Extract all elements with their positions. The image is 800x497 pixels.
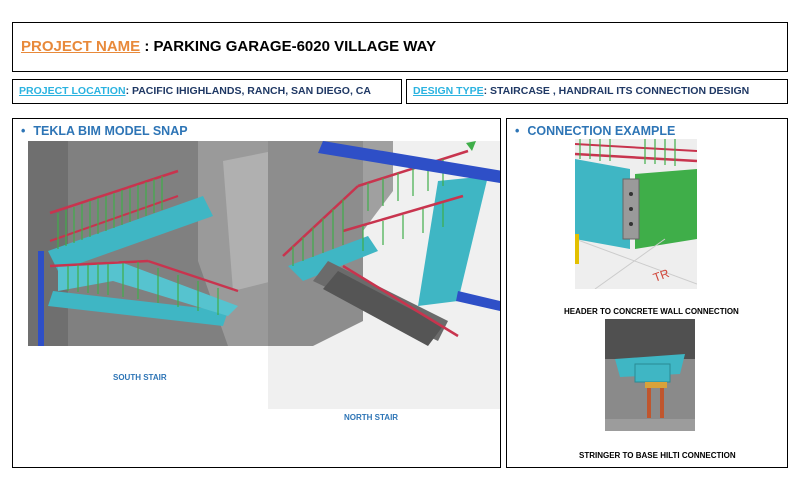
south-stair-caption: SOUTH STAIR xyxy=(113,373,167,382)
north-stair-caption: NORTH STAIR xyxy=(344,413,399,422)
south-stair-image xyxy=(28,141,273,346)
bullet-icon: • xyxy=(515,124,520,138)
design-type-label: DESIGN TYPE xyxy=(413,85,484,97)
project-location-line: PROJECT LOCATION: PACIFIC IHIGHLANDS, RA… xyxy=(19,85,371,97)
connection-panel: • CONNECTION EXAMPLE TR xyxy=(506,118,788,468)
design-type-line: DESIGN TYPE: STAIRCASE , HANDRAIL ITS CO… xyxy=(413,85,749,97)
connection-heading: • CONNECTION EXAMPLE xyxy=(515,124,675,138)
connection-heading-text: CONNECTION EXAMPLE xyxy=(527,124,676,138)
bullet-icon: • xyxy=(21,124,26,138)
header-connection-image: TR xyxy=(575,139,697,289)
drawing-mark-label: TR xyxy=(651,266,671,285)
design-type-value: : STAIRCASE , HANDRAIL ITS CONNECTION DE… xyxy=(483,85,750,97)
design-type-box: DESIGN TYPE: STAIRCASE , HANDRAIL ITS CO… xyxy=(406,79,788,104)
header-connection-drawing: TR xyxy=(575,139,697,289)
north-stair-drawing xyxy=(268,141,500,409)
north-stair-image xyxy=(268,141,500,409)
stringer-connection-image xyxy=(605,319,695,431)
project-title-box: PROJECT NAME : PARKING GARAGE-6020 VILLA… xyxy=(12,22,788,72)
bim-model-panel: • TEKLA BIM MODEL SNAP xyxy=(12,118,501,468)
bim-model-heading-text: TEKLA BIM MODEL SNAP xyxy=(33,124,188,138)
project-name-label: PROJECT NAME xyxy=(21,38,141,55)
project-location-value: : PACIFIC IHIGHLANDS, RANCH, SAN DIEGO, … xyxy=(125,85,371,97)
header-connection-caption: HEADER TO CONCRETE WALL CONNECTION xyxy=(564,307,739,316)
stringer-connection-drawing xyxy=(605,319,695,431)
bim-model-heading: • TEKLA BIM MODEL SNAP xyxy=(21,124,188,138)
stringer-connection-caption: STRINGER TO BASE HILTI CONNECTION xyxy=(579,451,736,460)
south-stair-drawing xyxy=(28,141,273,346)
project-title-line: PROJECT NAME : PARKING GARAGE-6020 VILLA… xyxy=(21,38,436,55)
project-location-box: PROJECT LOCATION: PACIFIC IHIGHLANDS, RA… xyxy=(12,79,402,104)
project-name-value: : PARKING GARAGE-6020 VILLAGE WAY xyxy=(140,38,437,55)
project-location-label: PROJECT LOCATION xyxy=(19,85,126,97)
